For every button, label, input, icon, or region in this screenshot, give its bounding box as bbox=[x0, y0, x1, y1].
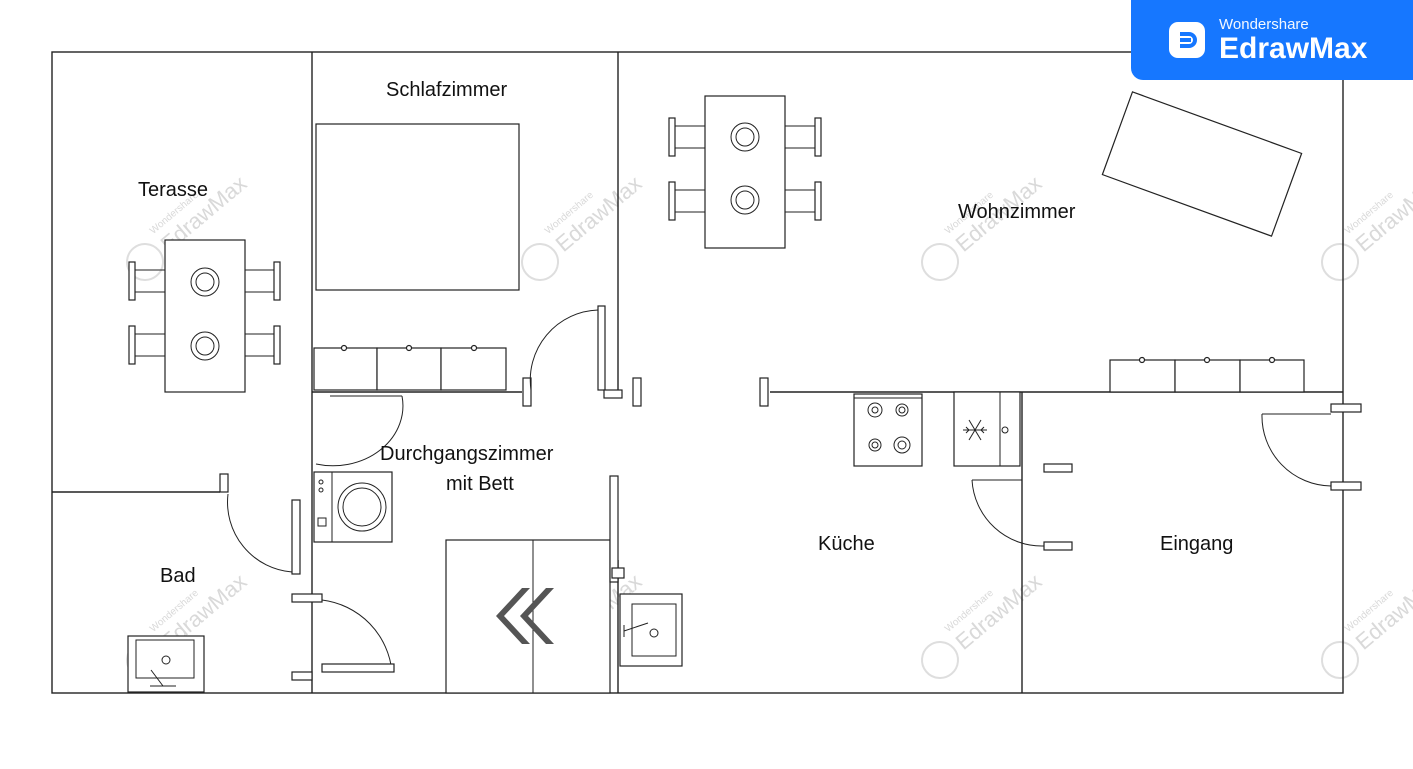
living-cabinets bbox=[1109, 356, 1305, 393]
brand-product: EdrawMax bbox=[1219, 31, 1368, 65]
watermark: EdrawMax Wondershare bbox=[921, 569, 1046, 679]
living-dining-set bbox=[668, 95, 822, 249]
living-rug bbox=[1101, 91, 1303, 237]
terrace-dining-set bbox=[128, 239, 281, 393]
door-leaf bbox=[597, 305, 606, 391]
room-label-bath: Bad bbox=[160, 565, 196, 587]
outer-wall bbox=[51, 51, 1344, 694]
chair bbox=[245, 261, 281, 301]
chair bbox=[128, 261, 165, 301]
doors bbox=[219, 305, 1362, 681]
bedroom-cabinets bbox=[313, 344, 507, 391]
snowflake-icon bbox=[963, 419, 987, 441]
stove bbox=[853, 393, 923, 467]
bath-sink bbox=[127, 635, 205, 693]
room-label-terrace: Terasse bbox=[138, 179, 208, 201]
room-label-living: Wohnzimmer bbox=[958, 201, 1076, 223]
chair bbox=[128, 325, 165, 365]
double-chevron-left-icon[interactable] bbox=[496, 588, 554, 644]
washing-machine bbox=[313, 471, 393, 543]
room-label-kitchen: Küche bbox=[818, 533, 875, 555]
bed bbox=[315, 123, 520, 291]
terrace-table bbox=[164, 239, 246, 393]
room-label-entrance: Eingang bbox=[1160, 533, 1233, 555]
door-jamb bbox=[522, 377, 532, 407]
room-label-walkthrough-sub: mit Bett bbox=[446, 473, 514, 495]
living-table bbox=[704, 95, 786, 249]
room-label-walkthrough: Durchgangszimmer bbox=[380, 443, 554, 465]
watermark: EdrawMax Wondershare bbox=[921, 171, 1046, 281]
brand-badge[interactable]: Wondershare EdrawMax bbox=[1131, 0, 1413, 80]
watermark: EdrawMax Wondershare bbox=[1321, 171, 1413, 281]
edrawmax-logo-icon bbox=[1169, 22, 1205, 58]
watermark: EdrawMax Wondershare bbox=[1321, 569, 1413, 679]
fridge bbox=[953, 391, 1021, 467]
room-label-bedroom: Schlafzimmer bbox=[386, 79, 507, 101]
kitchen-sink bbox=[619, 593, 683, 667]
brand-company: Wondershare bbox=[1219, 15, 1309, 33]
watermark: EdrawMax Wondershare bbox=[521, 171, 646, 281]
chair bbox=[245, 325, 281, 365]
brand-text: Wondershare EdrawMax bbox=[1219, 17, 1367, 64]
